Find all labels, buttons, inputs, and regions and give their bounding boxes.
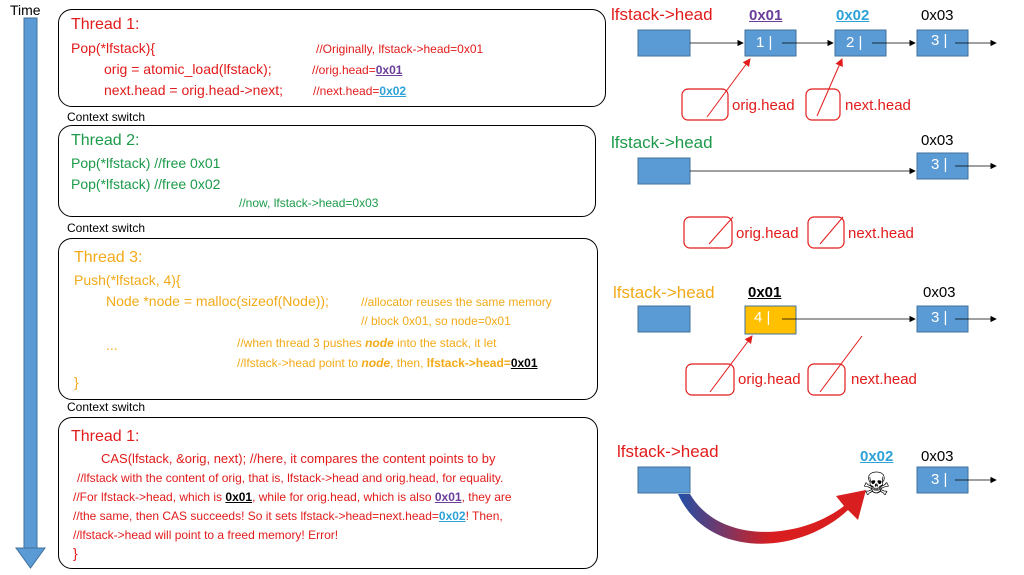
box3-ellipsis: ... [106,337,118,353]
d1-node3: 3 | [931,32,948,49]
diagram-2 [637,152,997,249]
d2-node3: 3 | [931,156,948,173]
thread1-pop-box: Thread 1: Pop(*lfstack){ //Originally, l… [58,9,606,107]
d4-node3: 3 | [931,471,948,488]
d1-orig-label: orig.head [732,97,795,114]
box1-comment2: //orig.head=0x01 [312,63,403,77]
diagram-3 [637,305,997,396]
d1-next-label: next.head [845,97,911,114]
d1-addr-03: 0x03 [921,7,954,24]
box1-line3: next.head = orig.head->next; [104,82,284,98]
d2-orig-label: orig.head [736,225,799,242]
d2-next-label: next.head [848,225,914,242]
d4-addr-02: 0x02 [860,448,894,465]
thread3-push-box: Thread 3: Push(*lfstack, 4){ Node *node … [58,238,598,400]
diagram-4 [637,466,997,544]
box3-line1: Push(*lfstack, 4){ [74,272,181,288]
box3-line2: Node *node = malloc(sizeof(Node)); [106,293,329,309]
thread1-cas-box: Thread 1: CAS(lfstack, &orig, next); //h… [58,417,598,569]
d2-addr-03: 0x03 [921,132,954,149]
d4-head-label: lfstack->head [617,442,719,461]
box1-comment3: //next.head=0x02 [313,84,407,98]
box4-line2: //lfstack with the content of orig, that… [77,471,504,485]
d1-addr-01: 0x01 [749,7,783,24]
d3-node3: 3 | [931,309,948,326]
diagram-1 [637,29,997,121]
box4-close: } [73,545,78,561]
box2-line2: Pop(*lfstack) //free 0x02 [71,176,221,192]
box3-comment3: //when thread 3 pushes node into the sta… [237,336,497,350]
time-arrow [15,17,46,569]
curved-red-arrow [678,490,866,544]
context-switch-1: Context switch [67,110,146,124]
box3-comment1: //allocator reuses the same memory [361,295,552,309]
d3-head-label: lfstack->head [613,283,715,302]
d2-head-label: lfstack->head [611,133,713,152]
d3-addr-01: 0x01 [748,284,782,301]
time-label: Time [10,2,41,18]
box1-title: Thread 1: [71,16,140,33]
box2-line3: //now, lfstack->head=0x03 [239,196,379,210]
context-switch-3: Context switch [67,400,146,414]
d4-addr-03: 0x03 [921,448,954,465]
d3-node4: 4 | [754,309,771,326]
d3-next-label: next.head [851,371,917,388]
box2-title: Thread 2: [71,132,140,149]
context-switch-2: Context switch [67,221,146,235]
box3-title: Thread 3: [74,249,143,266]
box2-line1: Pop(*lfstack) //free 0x01 [71,155,221,171]
box1-line1: Pop(*lfstack){ [71,40,156,56]
box3-close: } [74,374,79,390]
box3-comment2: // block 0x01, so node=0x01 [361,314,511,328]
thread2-pop-box: Thread 2: Pop(*lfstack) //free 0x01 Pop(… [58,125,596,217]
d1-node1: 1 | [756,34,773,51]
d1-head-label: lfstack->head [611,5,713,24]
d1-node2: 2 | [846,34,863,51]
box4-line3: //For lfstack->head, which is 0x01, whil… [73,490,512,504]
skull-icon: ☠ [862,466,891,502]
box4-line5: //lfstack->head will point to a freed me… [73,528,339,542]
d3-addr-03: 0x03 [923,284,956,301]
box3-comment4: //lfstack->head point to node, then, lfs… [237,356,538,370]
box4-line4: //the same, then CAS succeeds! So it set… [73,509,503,523]
d3-orig-label: orig.head [738,371,801,388]
box4-line1: CAS(lfstack, &orig, next); //here, it co… [101,451,496,466]
box4-title: Thread 1: [71,428,140,445]
box1-comment1: //Originally, lfstack->head=0x01 [316,42,484,56]
d1-addr-02: 0x02 [836,7,870,24]
box1-line2: orig = atomic_load(lfstack); [104,61,272,77]
